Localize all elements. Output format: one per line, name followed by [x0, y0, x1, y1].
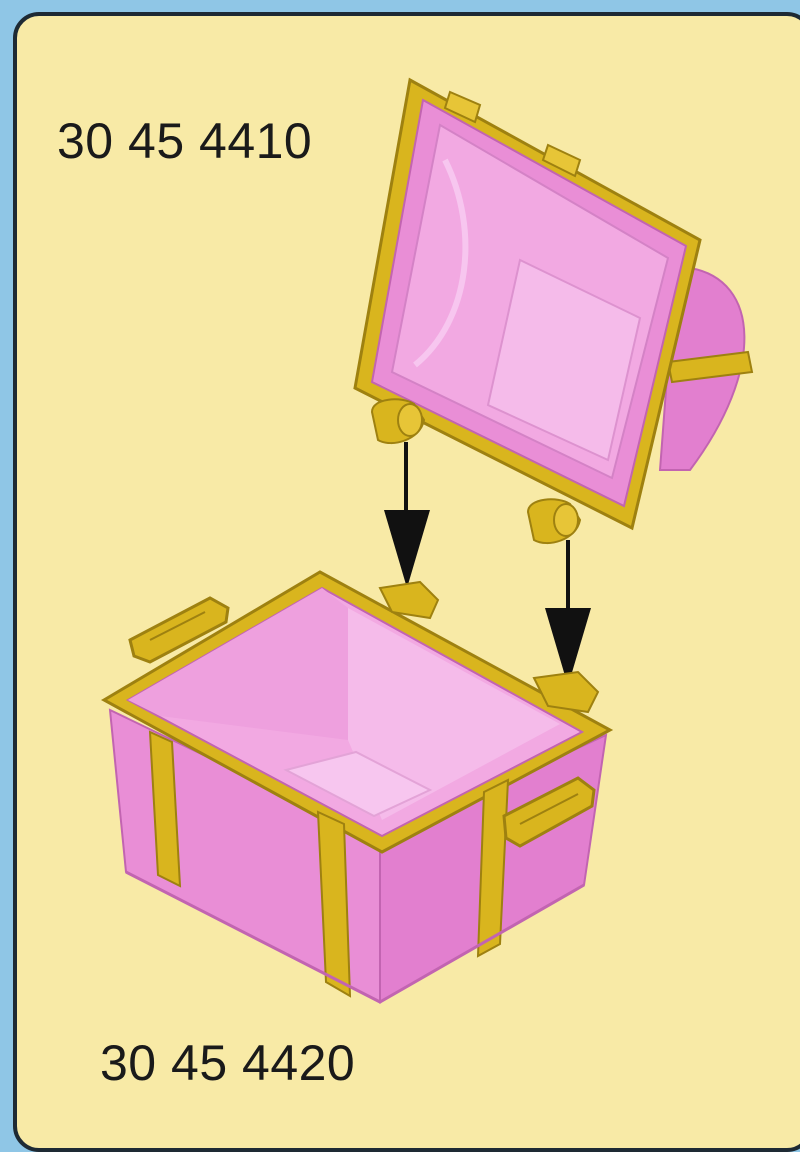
assembly-arrow-right	[545, 540, 591, 686]
chest-lid	[355, 80, 752, 543]
assembly-arrow-left	[384, 442, 430, 588]
chest-box	[104, 572, 610, 1002]
lid-part-number: 30 45 4410	[57, 116, 312, 166]
chest-assembly-illustration	[0, 0, 800, 1127]
box-part-number: 30 45 4420	[100, 1038, 355, 1088]
